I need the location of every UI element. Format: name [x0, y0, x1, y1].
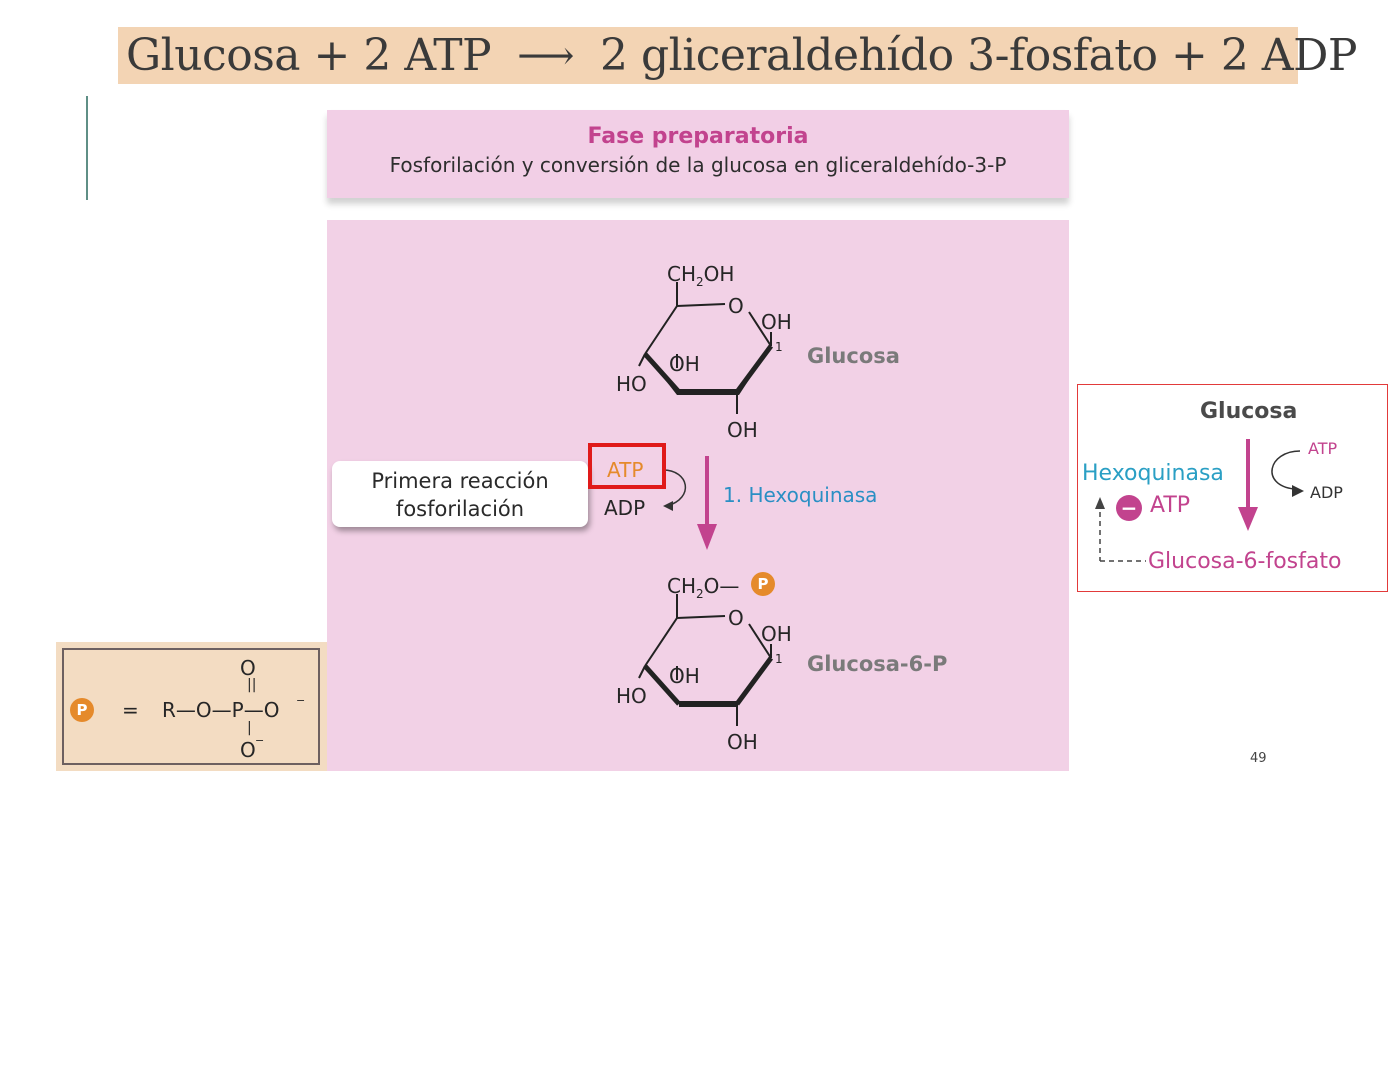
glucose-oh-bottom: OH	[727, 418, 758, 442]
inset-atp-inhibitor: ATP	[1150, 493, 1191, 518]
phosphate-legend: P = R—O—P—O − O || | O −	[56, 642, 327, 771]
glucose-ho-left: HO	[616, 372, 647, 396]
reaction-down-arrow	[697, 456, 717, 550]
glucose-label: Glucosa	[807, 344, 900, 368]
inset-adp-output: ADP	[1310, 483, 1343, 502]
first-phosphorylation-callout: Primera reacción fosforilación	[332, 461, 588, 527]
g6p-ring-oxygen: O	[728, 606, 744, 630]
legend-equals: =	[122, 698, 139, 722]
legend-bottom-oxygen: O	[240, 738, 256, 762]
glucose-6-phosphate-ring	[638, 594, 774, 726]
hexokinase-enzyme-label: 1. Hexoquinasa	[723, 483, 878, 507]
glucose-ch2oh: CH2OH	[667, 262, 735, 289]
hexokinase-regulation-inset: Glucosa ATP ADP Hexoquinasa − ATP Glucos…	[1077, 384, 1388, 592]
callout-line-1: Primera reacción	[371, 469, 549, 493]
inset-atp-input: ATP	[1308, 439, 1338, 458]
equation-reactants: Glucosa + 2 ATP	[126, 30, 492, 81]
glucose-oh-right: OH	[761, 310, 792, 334]
phosphate-legend-frame: P = R—O—P—O − O || | O −	[62, 648, 320, 765]
glucose-oh-middle: OH	[669, 352, 700, 376]
atp-input: ATP	[607, 458, 644, 482]
g6p-carbon-number: 1	[775, 652, 783, 666]
atp-adp-curve-arrow	[662, 469, 686, 511]
inset-glucose: Glucosa	[1200, 399, 1298, 424]
equation-products: 2 gliceraldehído 3-fosfato + 2 ADP	[600, 30, 1357, 81]
vertical-divider-line	[86, 96, 88, 200]
legend-double-bond: ||	[247, 677, 257, 693]
glycolysis-diagram-panel: CH2OH O OH 1 OH HO OH Glucosa Primera re…	[327, 220, 1069, 771]
inset-glucose-6-phosphate: Glucosa-6-fosfato	[1148, 549, 1342, 574]
legend-charge: −	[296, 694, 306, 707]
glucose-ring-oxygen: O	[728, 294, 744, 318]
phosphate-icon: P	[751, 572, 775, 596]
glucose-ring	[638, 282, 774, 414]
g6p-ch2o: CH2O—	[667, 574, 740, 601]
ring-structures-svg	[638, 282, 774, 726]
legend-single-bond: |	[247, 720, 252, 736]
inset-hexokinase: Hexoquinasa	[1082, 461, 1224, 486]
glucose-6-p-label: Glucosa-6-P	[807, 652, 948, 676]
legend-formula: R—O—P—O	[162, 698, 280, 722]
inhibition-minus-icon: −	[1116, 495, 1142, 521]
title-equation-banner: Glucosa + 2 ATP ⟶ 2 gliceraldehído 3-fos…	[118, 27, 1357, 84]
legend-charge-bottom: −	[255, 734, 265, 747]
legend-top-oxygen: O	[240, 656, 256, 680]
reaction-arrow: ⟶	[517, 32, 574, 79]
g6p-oh-bottom: OH	[727, 730, 758, 754]
inset-arrows-svg	[1095, 439, 1304, 562]
phase-header: Fase preparatoria Fosforilación y conver…	[327, 110, 1069, 198]
phosphate-legend-icon: P	[70, 698, 94, 722]
phase-title: Fase preparatoria	[587, 124, 809, 149]
glucose-carbon-number: 1	[775, 340, 783, 354]
g6p-ho-left: HO	[616, 684, 647, 708]
g6p-oh-middle: OH	[669, 664, 700, 688]
atp-highlight-box	[588, 443, 666, 489]
callout-line-2: fosforilación	[395, 497, 525, 521]
adp-output: ADP	[604, 496, 646, 520]
phase-subtitle: Fosforilación y conversión de la glucosa…	[389, 153, 1007, 177]
page-number: 49	[1250, 751, 1267, 766]
g6p-oh-right: OH	[761, 622, 792, 646]
